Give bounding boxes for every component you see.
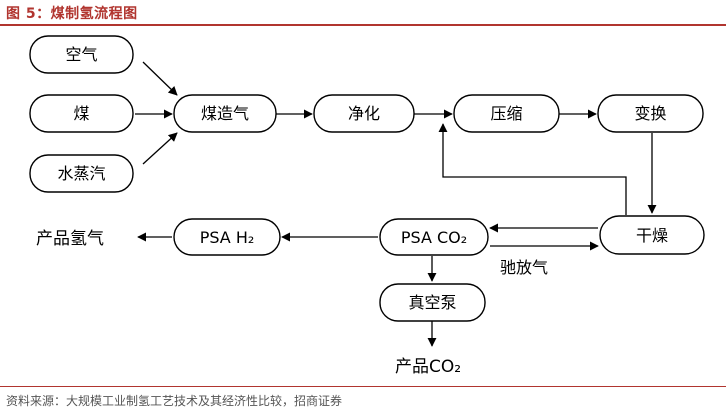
node-steam-label: 水蒸汽 [57,164,105,183]
node-vacuum-pump: 真空泵 [379,283,486,322]
node-dry-label: 干燥 [636,226,668,245]
node-coal-label: 煤 [73,104,89,123]
figure-title: 图 5：煤制氢流程图 [6,6,138,22]
source-divider [0,386,726,387]
node-psa-co2: PSA CO₂ [379,218,489,256]
node-shift: 变换 [597,94,704,133]
node-compress: 压缩 [453,94,560,133]
edge-steam-syngas [142,132,178,165]
node-vacuum-pump-label: 真空泵 [408,293,456,312]
node-purify-label: 净化 [348,104,380,123]
node-purify: 净化 [313,94,415,133]
edge-dry-compress-recycle [438,123,627,215]
node-compress-label: 压缩 [490,104,522,123]
title-divider [0,24,726,26]
node-air-label: 空气 [65,45,97,64]
node-syngas-label: 煤造气 [201,104,249,123]
product-h2-label: 产品氢气 [36,229,104,249]
node-dry: 干燥 [599,215,705,255]
node-steam: 水蒸汽 [29,154,134,193]
edge-air-syngas [142,61,178,96]
node-syngas: 煤造气 [173,94,277,133]
source-note: 资料来源：大规模工业制氢工艺技术及其经济性比较，招商证券 [6,394,343,408]
node-coal: 煤 [29,94,134,133]
node-shift-label: 变换 [634,104,666,123]
node-air: 空气 [29,35,134,74]
product-co2-label: 产品CO₂ [395,357,461,377]
node-psa-co2-label: PSA CO₂ [401,228,467,247]
node-psa-h2-label: PSA H₂ [200,228,255,247]
node-psa-h2: PSA H₂ [173,218,281,256]
offgas-label: 驰放气 [500,258,548,277]
